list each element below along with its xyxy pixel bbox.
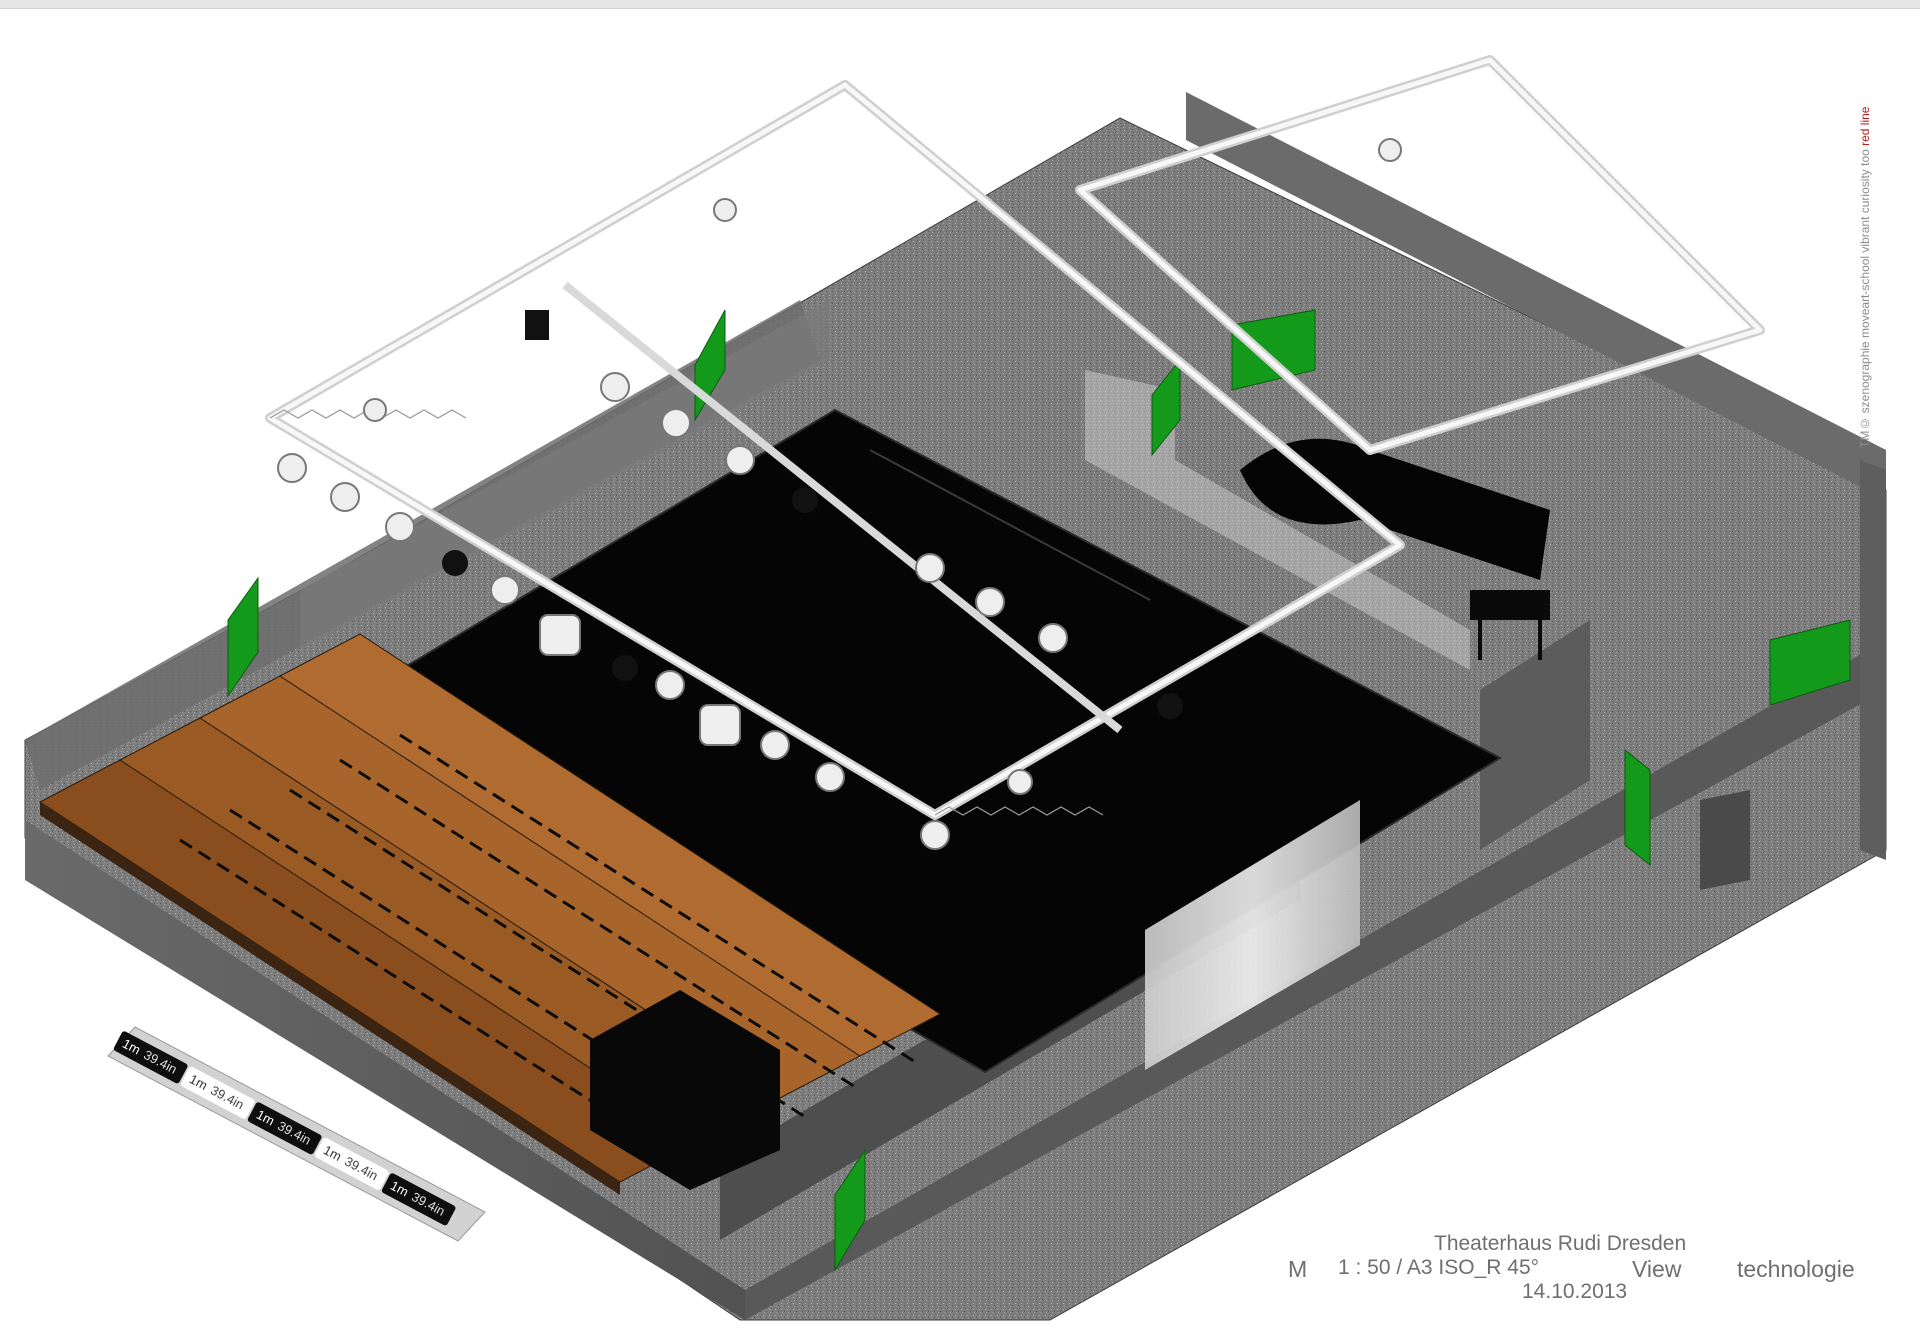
scale-segment-block [180,1066,255,1119]
wall-front-right [745,640,1886,1320]
scale-label: 1 : 50 / A3 ISO_R 45° [1338,1256,1540,1279]
date-label: 14.10.2013 [1522,1280,1628,1303]
stage-light-icon [277,138,1402,850]
scale-segment-block [381,1173,456,1226]
dark-fixtures [442,310,1183,719]
scale-metric-label: 1m [321,1142,344,1164]
podium [590,990,780,1190]
scale-metric-label: 1m [187,1071,210,1093]
scale-metric-label: 1m [388,1178,411,1200]
scale-metric-label: 1m [254,1107,277,1129]
credit-accent: red line [1858,106,1872,146]
scale-metric-label: 1m [120,1036,143,1058]
wall-front-left [25,820,745,1320]
venue-title: Theaterhaus Rudi Dresden [1434,1232,1687,1255]
view-label: View [1632,1256,1682,1282]
credit-text: TM© szenographie moveart-school vibrant … [1858,145,1872,448]
curtain-rear [1085,370,1470,670]
title-block: Theaterhaus Rudi Dresden M 1 : 50 / A3 I… [1270,1232,1870,1312]
wall-back-right [1186,92,1886,500]
m-label: M [1288,1256,1308,1282]
scale-segment-block [314,1137,389,1190]
partition-right [1480,620,1590,850]
partition-side [1700,790,1750,890]
credit-vertical-text: TM© szenographie moveart-school vibrant … [1858,48,1874,448]
emergency-exit-panel [227,309,1851,1272]
scale-segment-block [247,1102,322,1155]
scale-segment-block [113,1031,188,1084]
truss-frame [265,55,1765,820]
curtain-front [1145,800,1360,1070]
category-label: technologie [1737,1256,1855,1282]
wall-side-right [1860,460,1886,860]
window-top-strip [0,0,1920,9]
